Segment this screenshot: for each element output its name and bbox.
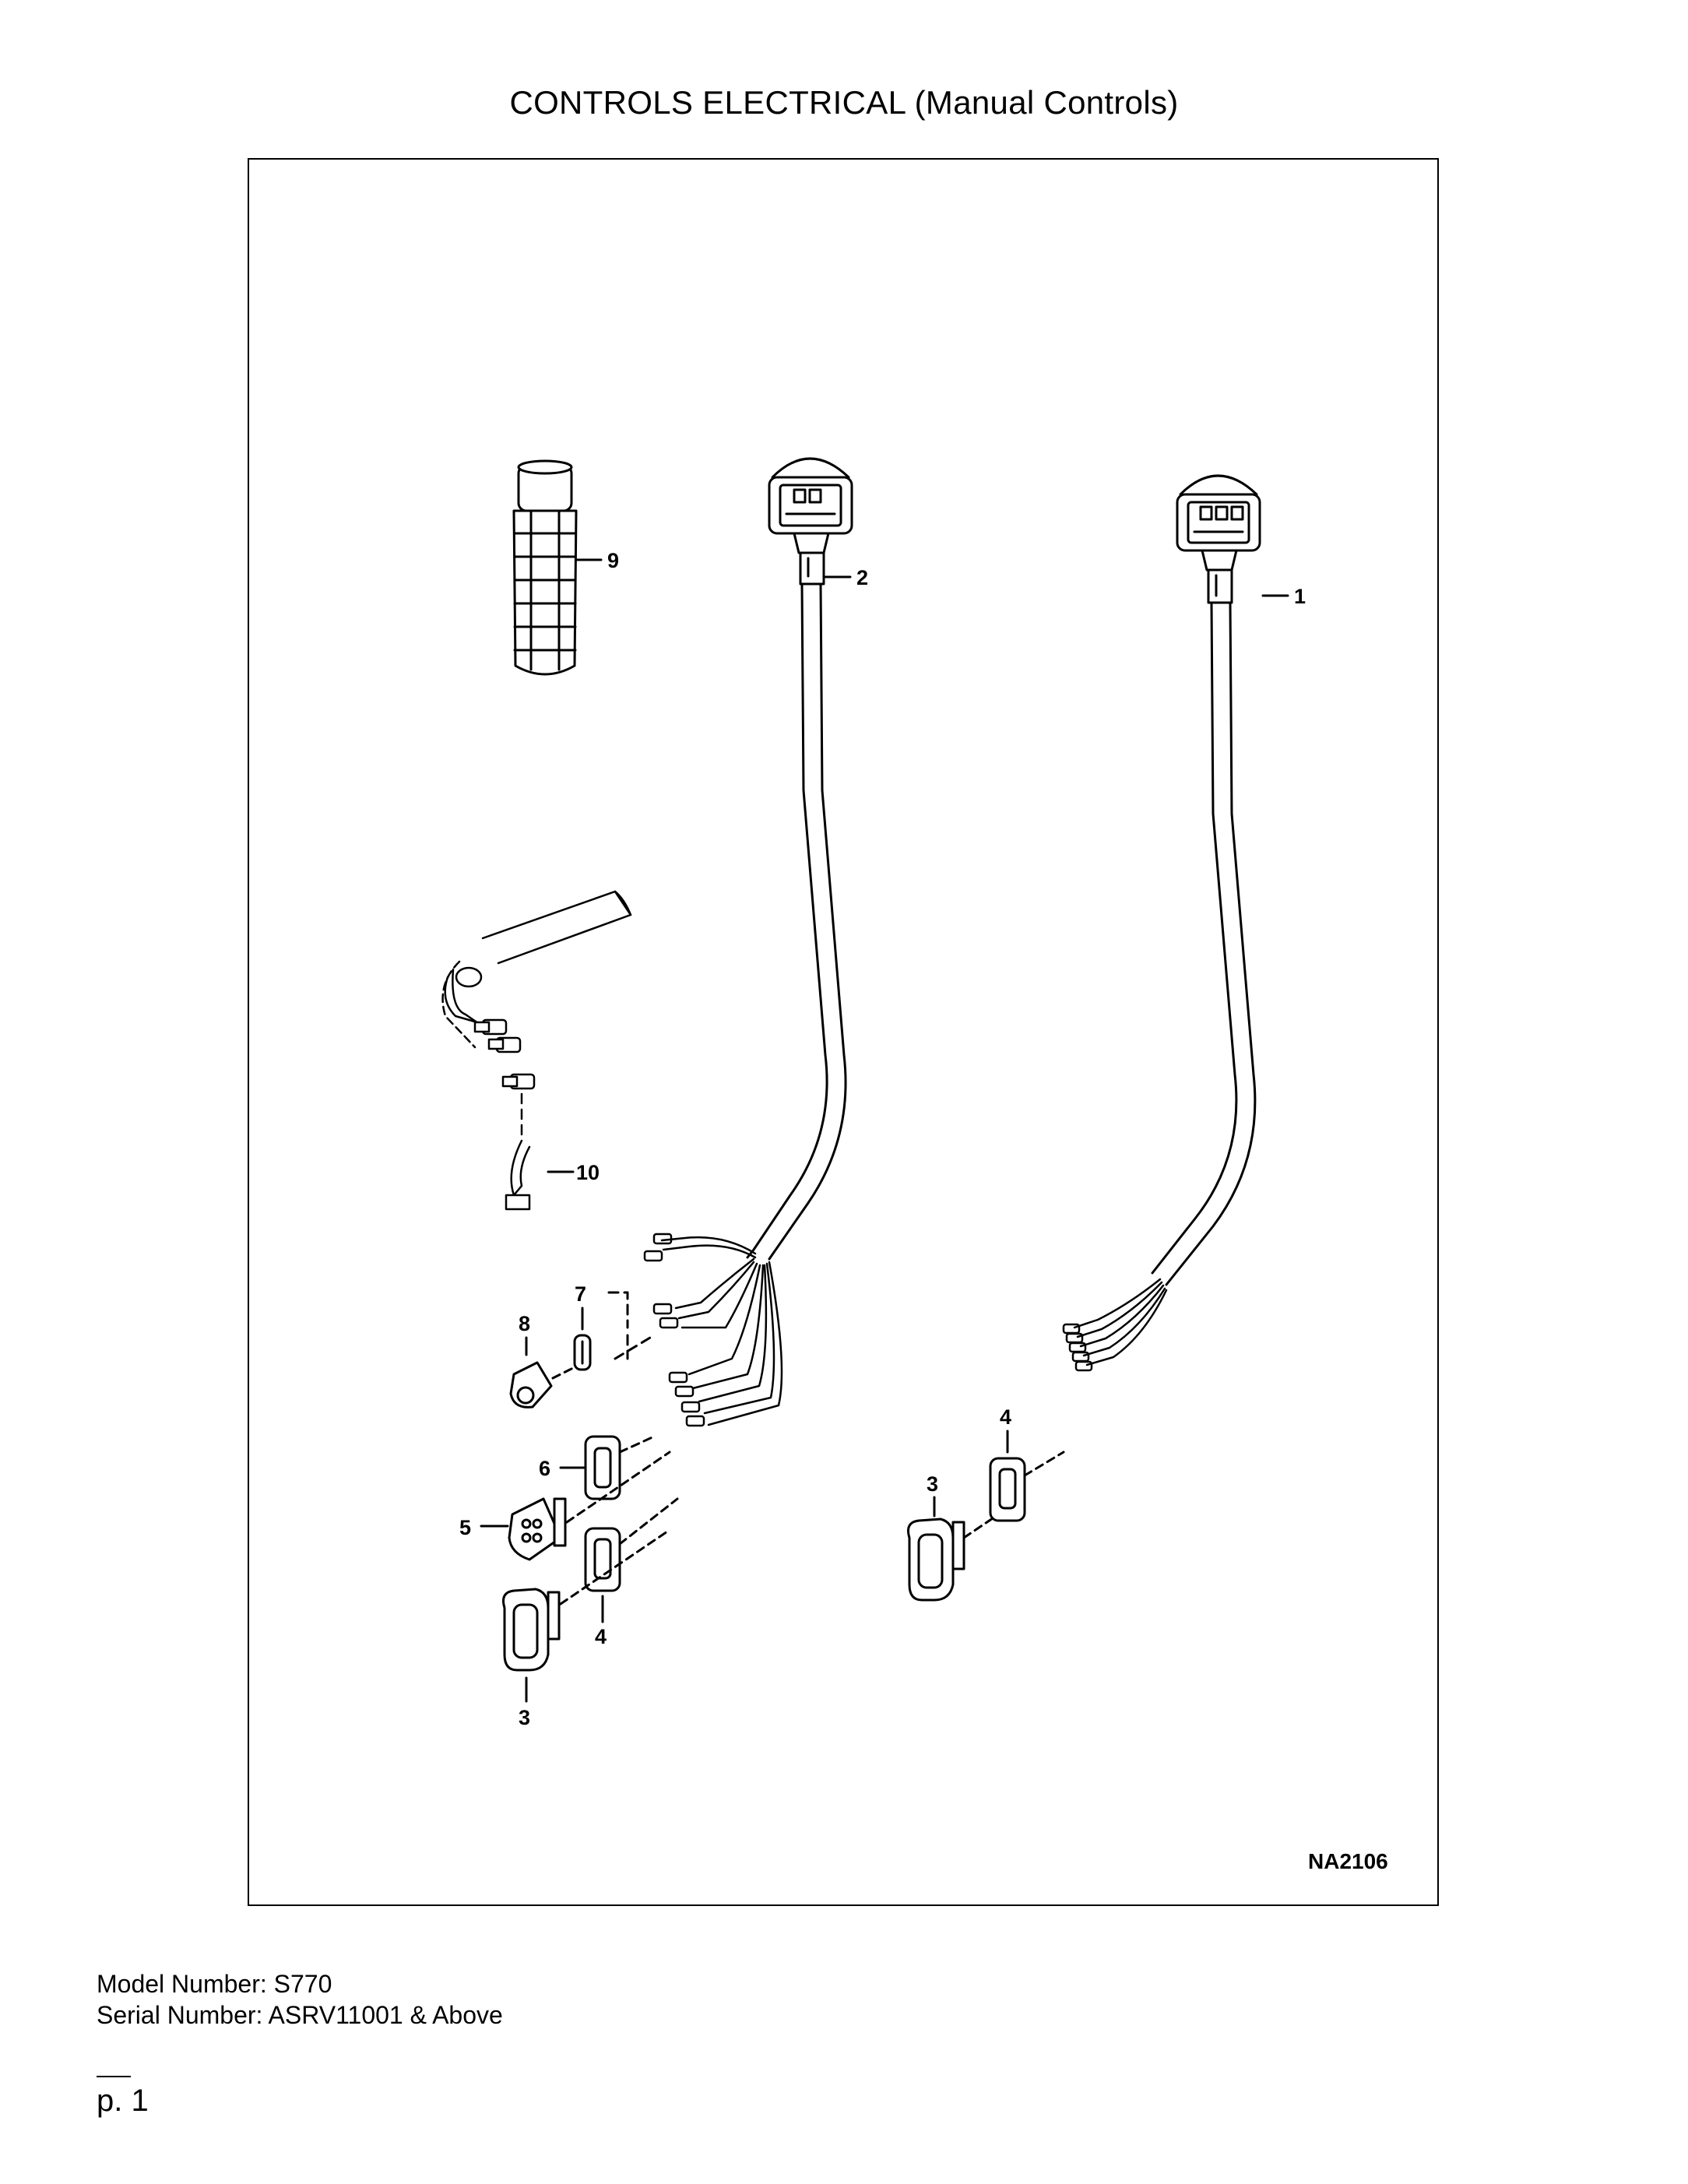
callout-7: 7 — [575, 1282, 586, 1306]
connector-part-3-right — [907, 1518, 965, 1602]
connector-part-8 — [509, 1361, 553, 1409]
connector-part-4-right — [989, 1457, 1026, 1522]
callout-4-left: 4 — [595, 1625, 607, 1648]
callout-5: 5 — [459, 1516, 471, 1539]
handle-grip-part — [512, 459, 578, 676]
callout-4-right: 4 — [1000, 1405, 1011, 1429]
callout-9: 9 — [607, 549, 619, 572]
left-handle-switch-part — [746, 457, 853, 1261]
callout-3-right: 3 — [927, 1472, 938, 1496]
serial-number: Serial Number: ASRV11001 & Above — [97, 2001, 503, 2029]
page-number: p. 1 — [97, 2084, 149, 2118]
callout-8: 8 — [519, 1312, 530, 1335]
model-info: Model Number: S770 Serial Number: ASRV11… — [97, 1968, 503, 2031]
left-wire-harness — [643, 1233, 783, 1427]
connector-part-5 — [508, 1497, 567, 1561]
callout-6: 6 — [539, 1457, 550, 1480]
connector-part-6 — [584, 1435, 621, 1500]
page-rule — [97, 2076, 131, 2077]
page-title: CONTROLS ELECTRICAL (Manual Controls) — [509, 84, 1179, 121]
terminal-part-7 — [573, 1334, 592, 1371]
callout-2: 2 — [856, 566, 868, 589]
cable-tie-detail — [441, 890, 632, 1211]
model-number: Model Number: S770 — [97, 1970, 332, 1998]
connector-part-3-left — [502, 1588, 561, 1672]
right-wire-harness — [1062, 1278, 1168, 1372]
figure-code: NA2106 — [1308, 1849, 1388, 1873]
callout-1: 1 — [1294, 585, 1306, 608]
right-handle-switch-part — [1151, 474, 1261, 1286]
callout-3-left: 3 — [519, 1706, 530, 1729]
connector-part-4-left — [584, 1527, 621, 1592]
callout-10: 10 — [576, 1161, 600, 1184]
parts-diagram: 9 2 1 10 7 8 6 5 4 3 4 3 NA2106 — [441, 457, 1388, 1873]
parts-diagram-frame: 9 2 1 10 7 8 6 5 4 3 4 3 NA2106 — [248, 158, 1439, 1906]
